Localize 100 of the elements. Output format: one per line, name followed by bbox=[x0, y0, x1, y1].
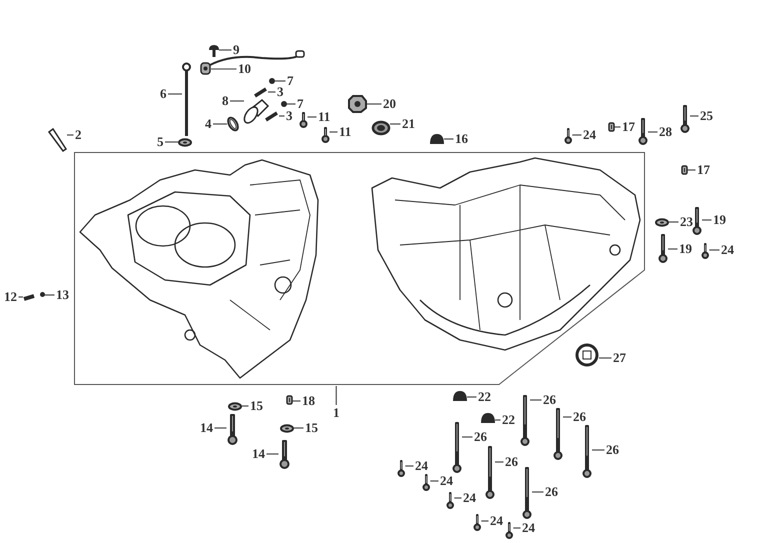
callout-number: 16 bbox=[455, 132, 468, 146]
leader-line bbox=[467, 396, 476, 398]
leader-line bbox=[67, 134, 74, 136]
leader-line bbox=[481, 520, 488, 522]
callout-number: 24 bbox=[440, 474, 453, 488]
bolt-drawing bbox=[522, 467, 532, 520]
callout-number: 24 bbox=[490, 514, 503, 528]
callout-number: 18 bbox=[302, 394, 315, 408]
leader-line bbox=[669, 221, 678, 223]
leader-line bbox=[230, 100, 244, 102]
callout-number: 24 bbox=[721, 243, 734, 257]
bolt-drawing bbox=[582, 425, 592, 478]
bolt-drawing bbox=[520, 395, 530, 446]
leader-line bbox=[279, 115, 284, 117]
leader-line bbox=[709, 249, 720, 251]
bolt-drawing bbox=[564, 128, 572, 144]
leader-line bbox=[44, 294, 54, 296]
bolt-drawing bbox=[452, 422, 462, 474]
leader-line bbox=[330, 131, 338, 133]
bolt-drawing bbox=[504, 522, 514, 540]
washer-drawing bbox=[280, 424, 294, 432]
clip-drawing bbox=[680, 165, 688, 175]
leader-line bbox=[592, 449, 604, 451]
callout-number: 13 bbox=[56, 288, 69, 302]
washer-drawing bbox=[655, 218, 669, 226]
callout-number: 26 bbox=[545, 485, 558, 499]
leader-line bbox=[294, 427, 304, 429]
leader-line bbox=[367, 103, 382, 105]
callout-number: 24 bbox=[522, 521, 535, 535]
leader-line bbox=[275, 80, 286, 82]
callout-number: 11 bbox=[318, 110, 330, 124]
callout-number: 26 bbox=[505, 455, 518, 469]
callout-number: 5 bbox=[157, 135, 164, 149]
washer-drawing bbox=[228, 402, 242, 410]
leader-line bbox=[495, 461, 504, 463]
o-ring-drawing bbox=[227, 116, 239, 132]
callout-number: 15 bbox=[250, 399, 263, 413]
callout-number: 19 bbox=[679, 242, 692, 256]
callout-number: 6 bbox=[160, 87, 166, 101]
leader-line bbox=[690, 115, 698, 117]
nut-drawing bbox=[281, 101, 287, 107]
bolt-drawing bbox=[226, 414, 238, 446]
callout-number: 22 bbox=[502, 413, 515, 427]
bolt-drawing bbox=[638, 118, 648, 146]
leader-line bbox=[213, 123, 227, 125]
leader-line bbox=[336, 386, 337, 405]
callout-number: 26 bbox=[474, 430, 487, 444]
leader-line bbox=[18, 296, 23, 298]
callout-number: 8 bbox=[222, 94, 228, 108]
callout-number: 27 bbox=[613, 351, 626, 365]
callout-number: 19 bbox=[713, 213, 726, 227]
bolt-drawing bbox=[472, 514, 482, 532]
callout-number: 23 bbox=[680, 215, 693, 229]
callout-number: 7 bbox=[297, 97, 304, 111]
bolt-drawing bbox=[553, 408, 563, 460]
callout-number: 25 bbox=[700, 109, 713, 123]
nut-drawing bbox=[269, 78, 275, 84]
pin-drawing bbox=[48, 128, 67, 152]
bolt-drawing bbox=[396, 460, 406, 478]
bolt-drawing bbox=[298, 112, 308, 128]
bolt-drawing bbox=[700, 243, 710, 260]
leader-line bbox=[462, 436, 472, 438]
clip-drawing bbox=[286, 395, 292, 405]
bolt-drawing bbox=[680, 105, 690, 134]
leader-line bbox=[214, 427, 226, 429]
leader-line bbox=[513, 527, 520, 529]
callout-number: 14 bbox=[200, 421, 213, 435]
callout-number: 24 bbox=[463, 491, 476, 505]
callout-number: 28 bbox=[659, 125, 672, 139]
callout-number: 22 bbox=[478, 390, 491, 404]
bolt-drawing bbox=[320, 127, 330, 144]
drain-plug-drawing bbox=[575, 343, 599, 367]
callout-number: 26 bbox=[573, 410, 586, 424]
callout-number: 11 bbox=[339, 125, 352, 139]
screw-drawing bbox=[209, 45, 219, 57]
callout-number: 20 bbox=[383, 97, 396, 111]
leader-line bbox=[530, 399, 542, 401]
callout-number: 17 bbox=[622, 120, 635, 134]
leader-line bbox=[495, 419, 500, 421]
clip-drawing bbox=[608, 122, 614, 132]
washer-drawing bbox=[178, 138, 192, 146]
assembly-frame bbox=[74, 152, 646, 386]
nut-drawing bbox=[40, 292, 44, 296]
callout-number: 24 bbox=[415, 459, 428, 473]
callout-number: 7 bbox=[287, 74, 294, 88]
leader-line bbox=[268, 91, 276, 93]
bolt-drawing bbox=[278, 440, 290, 470]
leader-line bbox=[266, 453, 278, 455]
cap-nut-drawing bbox=[430, 134, 444, 144]
leader-line bbox=[308, 116, 316, 118]
callout-number: 12 bbox=[4, 290, 17, 304]
leader-line bbox=[444, 138, 454, 140]
cap-nut-drawing bbox=[453, 391, 467, 401]
callout-number: 15 bbox=[305, 421, 318, 435]
callout-number: 26 bbox=[606, 443, 619, 457]
bolt-drawing bbox=[422, 474, 430, 492]
leader-line bbox=[599, 357, 612, 359]
callout-number: 26 bbox=[543, 393, 556, 407]
rod-drawing bbox=[182, 63, 191, 137]
stud-drawing bbox=[253, 87, 268, 98]
